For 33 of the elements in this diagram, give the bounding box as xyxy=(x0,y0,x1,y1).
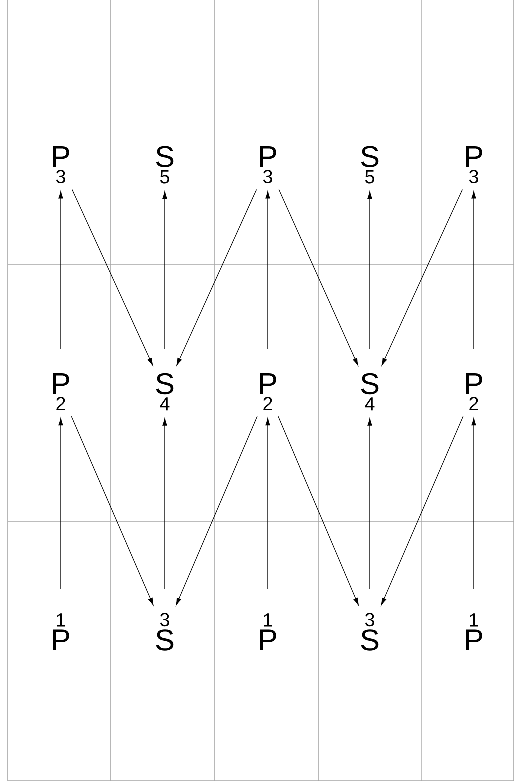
arrow xyxy=(176,416,258,606)
arrow xyxy=(71,416,154,606)
cell-label: 1 P xyxy=(260,614,276,650)
cell-label: 3 S xyxy=(156,613,174,651)
arrow xyxy=(472,191,476,350)
arrow xyxy=(162,192,168,350)
arrow xyxy=(58,418,64,590)
arrow xyxy=(58,191,64,350)
cell-label: S 4 xyxy=(156,373,174,411)
arrow xyxy=(472,418,476,590)
arrow xyxy=(176,189,258,366)
cell-label: P 3 xyxy=(260,146,276,184)
cell-label: 3 S xyxy=(361,613,379,651)
arrow xyxy=(162,418,168,590)
cell-label: P 2 xyxy=(260,374,276,410)
cell-label: P 2 xyxy=(53,374,70,410)
arrow xyxy=(266,191,270,350)
arrow xyxy=(368,192,372,350)
arrow xyxy=(381,416,464,606)
arrow xyxy=(382,189,464,366)
cell-label: S 4 xyxy=(361,373,379,411)
cell-label: 1 P xyxy=(466,614,482,650)
cell-label: P 3 xyxy=(466,146,482,184)
arrow xyxy=(368,418,372,590)
cell-label: P 2 xyxy=(466,374,482,410)
cell-label: S 5 xyxy=(361,146,379,184)
arrow xyxy=(278,416,359,606)
cell-label: 1 P xyxy=(53,614,70,650)
cell-label: P 3 xyxy=(53,146,70,184)
arrow xyxy=(266,418,270,590)
arrow xyxy=(72,189,154,366)
cell-label: S 5 xyxy=(156,146,174,184)
arrow xyxy=(278,189,358,366)
